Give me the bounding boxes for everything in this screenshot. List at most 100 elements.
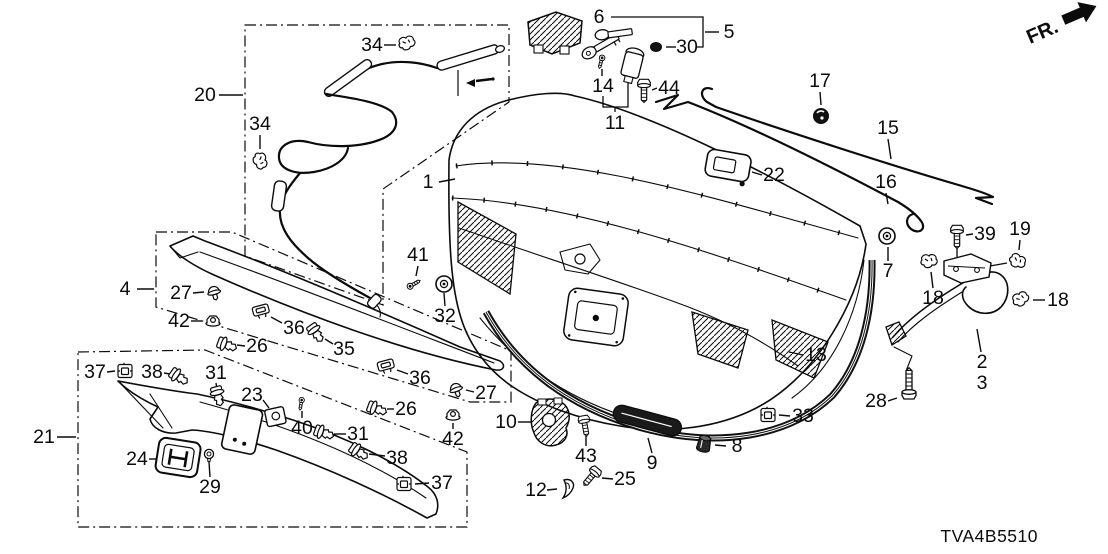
torsion-bar-16-art [654,93,925,233]
clip-icon [215,334,240,356]
hook-icon [562,478,575,499]
callout-27: 27 [475,382,497,404]
leader-line-12 [546,488,558,491]
callout-4: 4 [120,278,131,300]
leader-line-29 [208,461,211,478]
nut-icon [205,315,221,327]
callout-9: 9 [647,452,658,474]
screw-icon [296,396,306,411]
screw-icon [405,277,422,291]
callout-37: 37 [84,361,106,383]
callout-26: 26 [246,335,268,357]
leader-line-36 [396,369,409,375]
callout-15: 15 [877,117,899,139]
bolt-icon [578,464,604,490]
leader-line-8 [714,444,727,447]
inner-panel-cutout-left [691,311,749,369]
callout-8: 8 [732,435,743,457]
clip-icon [312,422,337,444]
callout-7: 7 [883,260,894,282]
bolt-icon [950,224,964,250]
bracket-hinge-19 [989,262,1008,267]
callout-6: 6 [594,6,605,28]
leader-line-38 [368,453,386,457]
callout-20: 20 [194,84,216,106]
callout-33: 33 [792,405,814,427]
leader-line-18 [930,271,934,289]
keys-art [581,28,633,60]
clip-sq-icon [760,406,776,423]
cable-strap-icon [457,70,495,96]
callout-18: 18 [1047,289,1069,311]
clip-sq-icon [396,475,412,492]
callout-38: 38 [386,447,408,469]
nut-icon [445,409,461,421]
callout-11: 11 [605,112,625,134]
grommet-icon [878,227,896,245]
bolt-long-icon [901,367,917,400]
clip-icon [208,384,228,409]
leader-line-36 [270,316,283,324]
callout-36: 36 [283,317,305,339]
callout-10: 10 [495,411,517,433]
callout-39: 39 [974,223,996,245]
washer-icon [203,448,215,463]
leader-line-37 [106,370,116,373]
leader-line-27 [192,291,205,294]
fr-arrow-icon [1061,2,1097,25]
leader-line-35 [324,338,334,345]
rivet-icon [205,284,224,303]
callout-31: 31 [205,362,227,384]
clip-flat-icon [376,358,397,376]
leader-line-41 [415,265,419,277]
leader-line-16 [885,192,889,205]
callout-27: 27 [170,282,192,304]
trunk-lock-art [527,11,645,85]
bracket-5-6-30 [611,16,704,48]
bolt-icon [577,414,593,438]
callout-31: 31 [347,423,369,445]
callout-14: 14 [592,75,614,97]
leader-line-13 [788,351,804,356]
screw-icon [596,53,607,70]
leader-line-9 [647,437,653,454]
lock-cylinder-art [620,47,645,85]
callout-19: 19 [1009,218,1031,240]
callout-26: 26 [395,398,417,420]
callout-43: 43 [575,445,597,467]
callout-5: 5 [724,21,735,43]
trunk-lid-art [448,92,867,431]
callout-1: 1 [423,171,434,193]
group-box-garnish-21 [77,349,468,528]
clip-icon [304,320,329,346]
clip-side-icon [397,34,417,52]
callout-40: 40 [291,417,313,439]
leader-line-17 [819,91,822,106]
clip-side-icon [920,253,938,269]
callout-2: 2 [977,351,988,373]
sill-garnish-art [612,404,683,437]
callout-24: 24 [126,448,148,470]
callout-37: 37 [431,472,453,494]
clip-icon [166,365,192,390]
callout-25: 25 [614,468,636,490]
callout-22: 22 [763,164,785,186]
camera-art [264,406,287,428]
callout-13: 13 [805,344,827,366]
leader-line-22 [751,171,763,176]
leader-line-44 [651,87,658,91]
inner-panel-left-brace [457,200,517,296]
callout-42: 42 [442,428,464,450]
fr-label: FR. [1023,16,1061,49]
callout-36: 36 [409,367,431,389]
callout-42: 42 [168,310,190,332]
hinge-bracket-art [943,253,992,284]
grommet-icon [435,275,453,293]
hinge-art [885,253,1009,372]
callout-41: 41 [407,244,429,266]
callout-12: 12 [525,479,547,501]
callout-38: 38 [141,361,163,383]
callout-28: 28 [865,390,887,412]
